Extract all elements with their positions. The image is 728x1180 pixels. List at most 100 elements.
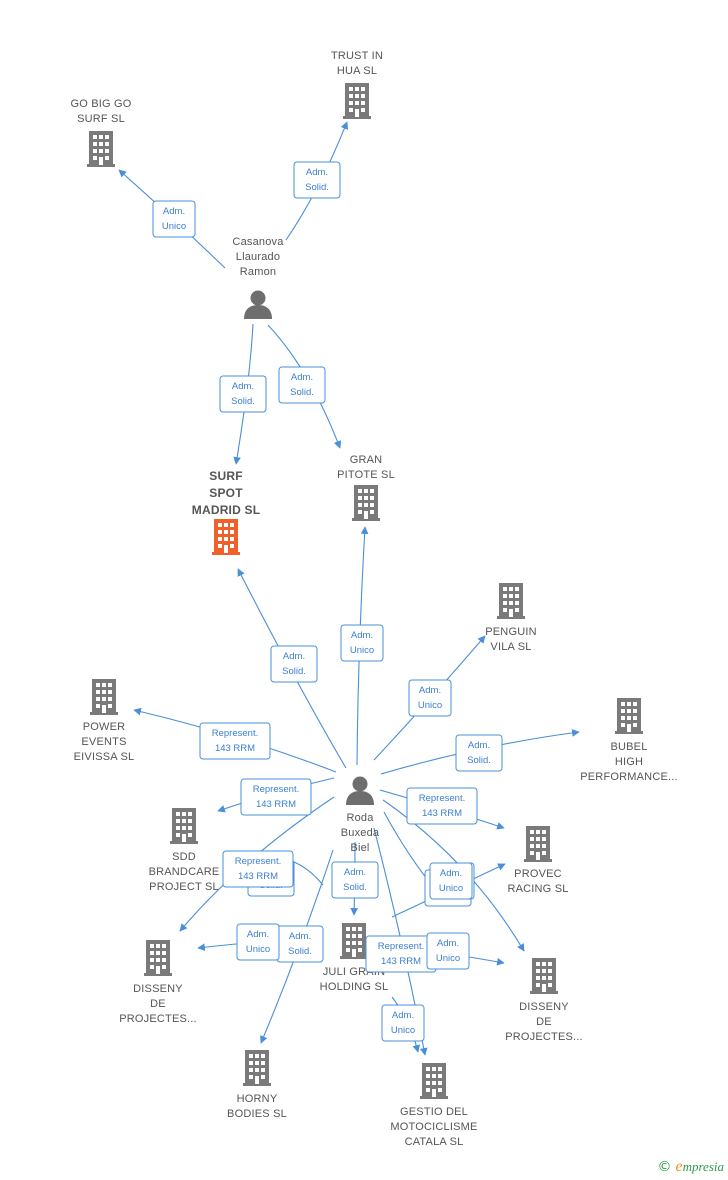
node-label: MADRID SL — [192, 503, 260, 517]
building-icon[interactable] — [352, 485, 380, 521]
edge-label-roda-to-granpitote[interactable]: Adm.Unico — [340, 624, 384, 662]
person-icon[interactable] — [244, 290, 272, 320]
edge-label-text: Adm. — [163, 206, 185, 217]
node-label: DISSENY — [519, 1001, 569, 1013]
building-icon[interactable] — [340, 923, 368, 959]
edge-label-text: Adm. — [291, 372, 313, 383]
node-label: HORNY — [237, 1093, 278, 1105]
person-icon[interactable] — [346, 776, 374, 806]
footer-brand[interactable]: © empresia — [657, 1158, 724, 1176]
edge-label-box — [199, 722, 271, 760]
node-bubel[interactable]: BUBELHIGHPERFORMANCE... — [580, 698, 678, 783]
node-label: TRUST IN — [331, 50, 383, 62]
building-icon[interactable] — [343, 83, 371, 119]
edge-label-text: Represent. — [235, 856, 281, 867]
edge-label-juli-to-disseny1[interactable]: Adm.Unico — [236, 923, 280, 961]
edge-label-text: 143 RRM — [215, 743, 255, 754]
node-label: SDD — [172, 851, 196, 863]
copyright-symbol: © — [657, 1159, 672, 1175]
edge-label-roda-to-sdd[interactable]: Represent.143 RRM — [240, 778, 312, 816]
building-icon[interactable] — [497, 583, 525, 619]
node-label: PROJECTES... — [119, 1013, 197, 1025]
edge-label-roda-to-horny[interactable]: Adm.Solid. — [276, 925, 324, 963]
node-label: DE — [150, 998, 166, 1010]
node-label: GRAN — [350, 454, 383, 466]
edge-label-box — [219, 375, 267, 413]
node-disseny2[interactable]: DISSENY DE PROJECTES... — [505, 958, 583, 1043]
edge-label-text: Unico — [350, 645, 374, 656]
edge-label-text: Unico — [162, 221, 186, 232]
edge-label-roda-to-gestio[interactable]: Represent.143 RRM — [365, 935, 437, 973]
edge-label-text: 143 RRM — [238, 871, 278, 882]
node-label: DISSENY — [133, 983, 183, 995]
node-label: PROJECTES... — [505, 1031, 583, 1043]
node-disseny1[interactable]: DISSENY DE PROJECTES... — [119, 940, 197, 1025]
edge-label-text: Adm. — [392, 1010, 414, 1021]
edge-label-roda-to-power[interactable]: Represent.143 RRM — [199, 722, 271, 760]
edge-label-roda-to-disseny1[interactable]: Represent. 143 RRM — [222, 850, 294, 888]
edge-label-text: Represent. — [253, 784, 299, 795]
brand-initial: e — [675, 1158, 683, 1175]
edge-label-text: Solid. — [290, 387, 314, 398]
edge-label-text: Adm. — [283, 651, 305, 662]
edge-label-box — [406, 787, 478, 825]
edge-label-text: 143 RRM — [381, 956, 421, 967]
edge-label-text: Represent. — [419, 793, 465, 804]
building-icon[interactable] — [530, 958, 558, 994]
building-icon[interactable] — [615, 698, 643, 734]
building-icon[interactable] — [144, 940, 172, 976]
edge-label-text: Solid. — [231, 396, 255, 407]
node-label: Roda — [346, 812, 374, 824]
node-label: GO BIG GO — [70, 98, 131, 110]
edge-label-text: Solid. — [467, 755, 491, 766]
node-label: Llaurado — [236, 251, 280, 263]
brand-logo[interactable]: empresia — [675, 1158, 724, 1176]
building-icon[interactable] — [524, 826, 552, 862]
edge-label-roda-to-bubel[interactable]: Adm. Solid. — [455, 734, 503, 772]
edge-label-box — [429, 862, 473, 900]
node-trust[interactable]: TRUST IN HUA SL — [331, 50, 383, 119]
edge-label-box — [381, 1004, 425, 1042]
edge-label-juli-to-disseny2[interactable]: Adm.Unico — [426, 932, 470, 970]
node-label: PROVEC — [514, 868, 562, 880]
edge-label-box — [152, 200, 196, 238]
building-icon[interactable] — [90, 679, 118, 715]
edge-label-roda-to-gestio[interactable]: Adm.Unico — [381, 1004, 425, 1042]
edge-label-roda-to-juli[interactable]: Adm.Solid. — [331, 861, 379, 899]
edge-label-text: Adm. — [247, 929, 269, 940]
edge-label-box — [278, 366, 326, 404]
edge-label-text: Solid. — [288, 946, 312, 957]
building-icon[interactable] — [420, 1063, 448, 1099]
edge-label-juli-to-provec[interactable]: Adm.Unico — [429, 862, 473, 900]
node-label: DE — [536, 1016, 552, 1028]
node-provec[interactable]: PROVEC RACING SL — [507, 826, 568, 895]
edge-label-roda-to-penguin[interactable]: Adm.Unico — [408, 679, 452, 717]
building-icon-highlight[interactable] — [212, 519, 240, 555]
edge-label-casanova-to-granpitote[interactable]: Adm. Solid. — [278, 366, 326, 404]
edge-label-casanova-to-trust[interactable]: Adm.Solid. — [293, 161, 341, 199]
node-label: SURF — [209, 469, 242, 483]
edge-label-roda-to-surfspot[interactable]: Adm.Solid. — [270, 645, 318, 683]
node-label: HUA SL — [337, 65, 377, 77]
node-label: RACING SL — [507, 883, 568, 895]
building-icon[interactable] — [243, 1050, 271, 1086]
edge-label-text: Adm. — [468, 740, 490, 751]
node-label: PROJECT SL — [149, 881, 219, 893]
edge-label-box — [270, 645, 318, 683]
building-icon[interactable] — [170, 808, 198, 844]
edge-label-casanova-to-surfspot[interactable]: Adm.Solid. — [219, 375, 267, 413]
building-icon[interactable] — [87, 131, 115, 167]
edge-label-casanova-to-gobig[interactable]: Adm. Unico — [152, 200, 196, 238]
edge-label-roda-to-provec[interactable]: Represent.143 RRM — [406, 787, 478, 825]
edge-label-box — [293, 161, 341, 199]
